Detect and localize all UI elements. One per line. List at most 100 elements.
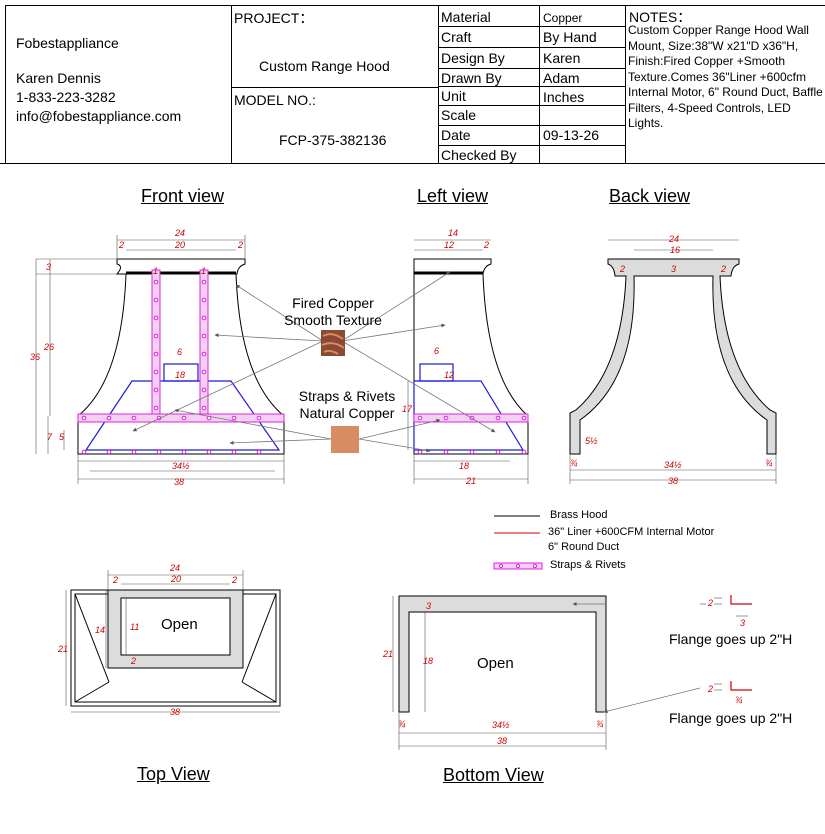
rivet	[181, 415, 187, 421]
spec-label-scale: Scale	[441, 107, 477, 123]
front-dim-38: 38	[174, 477, 184, 487]
rivet	[201, 333, 207, 339]
left-dim-12: 12	[444, 240, 454, 250]
natural-copper-swatch	[331, 426, 359, 453]
rivet	[153, 297, 159, 303]
spec-value-date: 09-13-26	[543, 127, 600, 143]
left-dim-17: 17	[402, 404, 413, 414]
rivet	[153, 369, 159, 375]
rivet	[153, 387, 159, 393]
rivet	[417, 449, 423, 455]
rivet	[231, 449, 237, 455]
back-dim-38: 38	[668, 476, 678, 486]
bottom-dim-38: 38	[497, 736, 507, 746]
rivet	[81, 415, 87, 421]
bottom-view-title: Bottom View	[443, 765, 544, 785]
spec-label-material: Material	[441, 9, 491, 25]
spec-label-craft: Craft	[441, 29, 472, 45]
spec-value-drawn-by: Adam	[543, 70, 580, 86]
rivet	[443, 449, 449, 455]
back-view-drawing: 24 16 2 3 2 5½ ¾ 34½ ¾ 38	[569, 234, 777, 486]
spec-value-craft: By Hand	[543, 29, 597, 45]
top-dim-38: 38	[170, 707, 180, 717]
company-name: Fobestappliance	[16, 35, 119, 51]
left-dim-21: 21	[465, 476, 476, 486]
notes-title: NOTES：	[629, 9, 692, 25]
spec-label-date: Date	[441, 127, 471, 143]
spec-value-design-by: Karen	[543, 50, 581, 66]
flange1-dim-3: 3	[740, 618, 745, 628]
rivet	[201, 387, 207, 393]
back-dim-5-5: 5½	[585, 436, 598, 446]
flange1-dim-2: 2	[707, 598, 713, 608]
spec-label-design-by: Design By	[441, 50, 505, 66]
left-dim-2: 2	[483, 240, 489, 250]
legend-duct: 6" Round Duct	[548, 541, 620, 553]
legend-liner: 36" Liner +600CFM Internal Motor	[548, 526, 715, 538]
rivet	[495, 449, 501, 455]
legend-brass-hood: Brass Hood	[550, 509, 608, 521]
rivet	[153, 315, 159, 321]
flange-note-1: Flange goes up 2"H	[669, 631, 793, 647]
front-dim-36: 36	[30, 352, 40, 362]
fired-copper-callout: Fired Copper Smooth Texture	[284, 295, 382, 328]
model-label: MODEL NO.:	[234, 92, 316, 108]
front-dim-2-right: 2	[237, 240, 243, 250]
back-dim-34-5: 34½	[664, 460, 682, 470]
title-block-grid	[0, 5, 825, 164]
rivet	[256, 415, 262, 421]
rivet	[201, 351, 207, 357]
bottom-dim-three-quarter-right: ¾	[596, 719, 604, 729]
left-view-title: Left view	[417, 186, 489, 206]
rivet	[181, 449, 187, 455]
back-dim-three-quarter-right: ¾	[765, 458, 773, 468]
front-dim-3: 3	[46, 262, 51, 272]
rivet	[153, 405, 159, 411]
callout-leaders	[132, 271, 496, 453]
front-dim-7: 7	[47, 432, 53, 442]
back-dim-3: 3	[671, 264, 676, 274]
top-dim-24: 24	[169, 563, 180, 573]
bottom-dim-18: 18	[423, 656, 433, 666]
legend-lines	[493, 515, 543, 570]
rivet	[153, 333, 159, 339]
front-dim-2-left: 2	[118, 240, 124, 250]
rivet	[521, 415, 527, 421]
back-dim-24: 24	[668, 234, 679, 244]
front-dim-6: 6	[177, 347, 182, 357]
top-dim-11: 11	[130, 622, 139, 632]
rivet	[206, 449, 212, 455]
flange-detail-1: 2 3	[707, 595, 752, 628]
bottom-open-label: Open	[477, 655, 514, 672]
front-view-drawing: 24 20 2 2 3 26 36 7 5 1 1 6 18 34½ 38	[30, 228, 285, 487]
spec-value-unit: Inches	[543, 89, 585, 105]
rivet	[256, 449, 262, 455]
contact-phone: 1-833-223-3282	[16, 89, 116, 105]
back-view-title: Back view	[609, 186, 691, 206]
rivet	[153, 351, 159, 357]
left-view-drawing: 14 12 2 6 12 17 18 21	[402, 228, 529, 486]
rivet	[231, 415, 237, 421]
rivet	[201, 315, 207, 321]
rivet	[417, 415, 423, 421]
bottom-dim-34-5: 34½	[492, 720, 510, 730]
rivet	[81, 449, 87, 455]
top-dim-2-right: 2	[231, 575, 237, 585]
rivet	[156, 449, 162, 455]
rivet	[521, 449, 527, 455]
spec-label-unit: Unit	[441, 88, 466, 104]
left-dim-6: 6	[434, 346, 439, 356]
front-dim-1-right: 1	[201, 266, 206, 276]
left-dim-14: 14	[448, 228, 458, 238]
rivet	[106, 449, 112, 455]
straps-rivets-callout: Straps & Rivets Natural Copper	[298, 388, 396, 421]
rivet	[201, 369, 207, 375]
rivet	[495, 415, 501, 421]
bottom-view-drawing: 3 21 18 ¾ 34½ ¾ 38 Open	[382, 595, 706, 750]
legend-straps-rivets: Straps & Rivets	[550, 559, 626, 571]
rivet	[131, 449, 137, 455]
top-dim-21: 21	[57, 644, 68, 654]
left-dim-12-box: 12	[444, 370, 454, 380]
back-dim-16: 16	[670, 245, 680, 255]
back-dim-three-quarter-left: ¾	[570, 458, 578, 468]
